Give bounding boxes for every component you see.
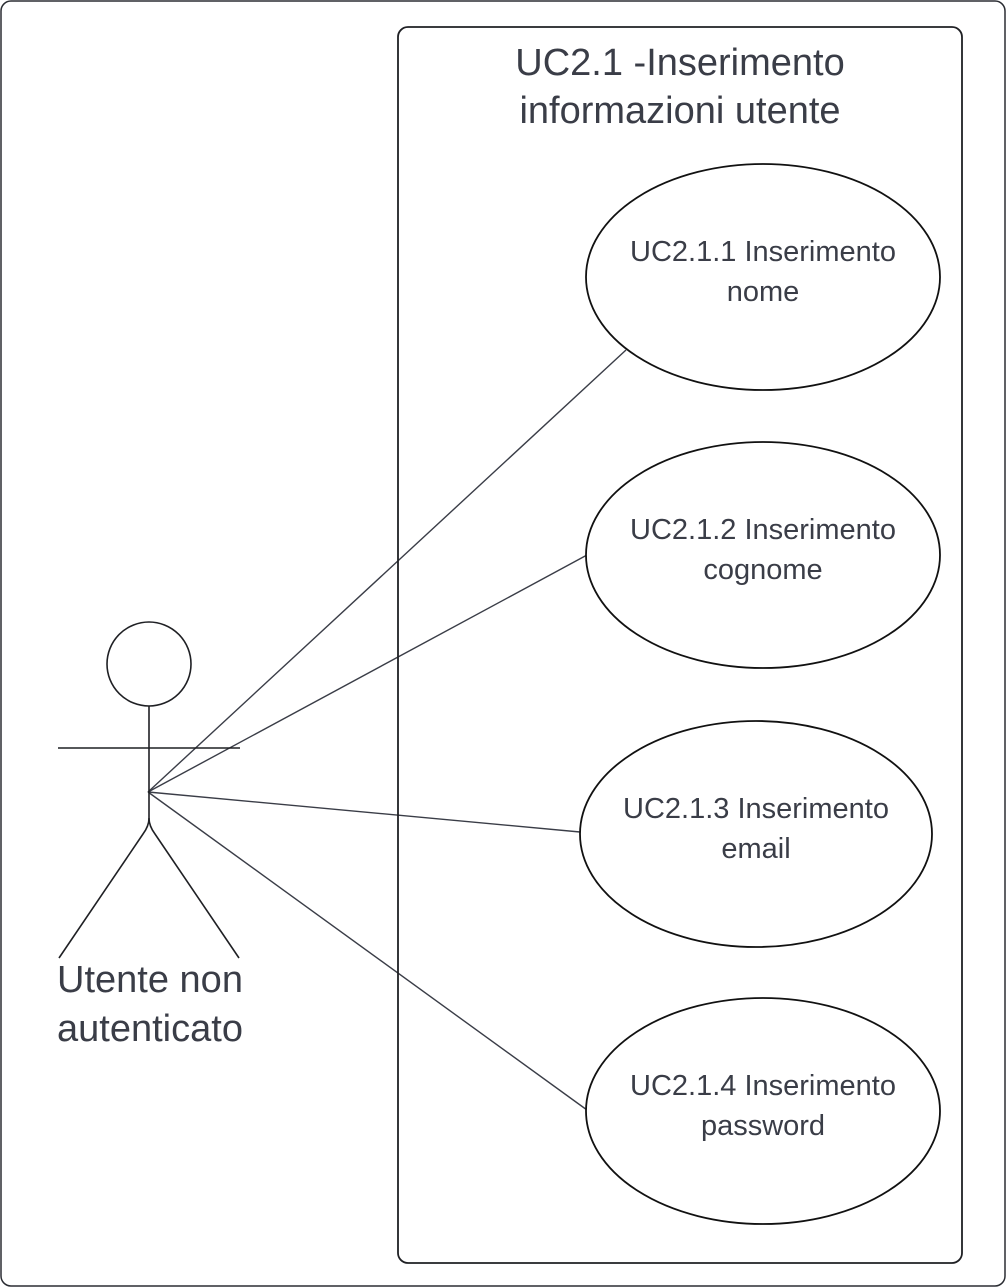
use-case-label-line2: email (721, 833, 790, 865)
use-case-ellipse (585, 163, 941, 391)
association-line-uc2 (147, 554, 588, 793)
system-title-line2: informazioni utente (519, 90, 840, 132)
use-case-label-line2: cognome (703, 554, 822, 586)
associations (147, 349, 627, 1111)
use-case-uc2-1-2[interactable]: UC2.1.2 Inserimento cognome (585, 441, 941, 669)
actor-head (106, 621, 192, 707)
use-case-label-line1: UC2.1.3 Inserimento (623, 793, 889, 825)
use-case-uc2-1-1[interactable]: UC2.1.1 Inserimento nome (585, 163, 941, 391)
actor-label-line1: Utente non (57, 959, 243, 1001)
association-line-uc3 (147, 791, 581, 833)
use-case-uc2-1-3[interactable]: UC2.1.3 Inserimento email (579, 720, 933, 948)
use-case-ellipse (579, 720, 933, 948)
association-line-uc4 (147, 791, 588, 1111)
use-case-ellipse (585, 441, 941, 669)
association-line-uc1 (147, 349, 627, 793)
use-case-label-line2: nome (727, 276, 800, 308)
use-case-label-line2: password (701, 1110, 825, 1142)
use-case-ellipse (585, 997, 941, 1225)
system-title-line1: UC2.1 -Inserimento (515, 42, 844, 84)
actor-label-line2: autenticato (57, 1008, 243, 1050)
use-case-label-line1: UC2.1.4 Inserimento (630, 1070, 896, 1102)
system-boundary (397, 26, 963, 1264)
actor-right-leg (148, 817, 240, 959)
use-case-label-line1: UC2.1.2 Inserimento (630, 514, 896, 546)
use-case-uc2-1-4[interactable]: UC2.1.4 Inserimento password (585, 997, 941, 1225)
use-case-label-line1: UC2.1.1 Inserimento (630, 236, 896, 268)
stick-figure-actor-icon[interactable] (58, 621, 240, 959)
